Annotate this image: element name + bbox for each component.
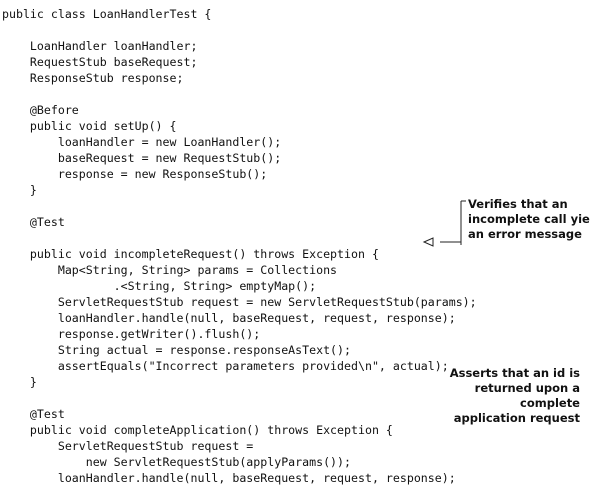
code-line: public class LoanHandlerTest {	[2, 7, 212, 21]
annotation-complete-application: Asserts that an id is returned upon a co…	[450, 366, 580, 426]
code-line	[2, 390, 477, 406]
code-line: baseRequest = new RequestStub();	[2, 151, 282, 165]
code-line: assertEquals("Incorrect parameters provi…	[2, 359, 449, 373]
code-line: .<String, String> emptyMap();	[2, 279, 317, 293]
annotation-incomplete-request: Verifies that an incomplete call yields …	[468, 197, 590, 242]
code-line: response = new ResponseStub();	[2, 167, 268, 181]
code-line: }	[2, 375, 37, 389]
annotation-line: an error message	[468, 227, 582, 241]
code-line	[2, 22, 477, 38]
annotation-line: returned upon a	[474, 381, 580, 395]
code-line: loanHandler.handle(null, baseRequest, re…	[2, 471, 456, 485]
code-listing: public class LoanHandlerTest { LoanHandl…	[2, 6, 477, 486]
code-line	[2, 86, 477, 102]
code-line: ServletRequestStub request =	[2, 439, 254, 453]
code-line: response.getWriter().flush();	[2, 327, 261, 341]
code-line: loanHandler.handle(null, baseRequest, re…	[2, 311, 456, 325]
annotation-line: Verifies that an	[468, 197, 568, 211]
annotation-line: application request	[453, 411, 580, 425]
code-line	[2, 230, 477, 246]
code-line: loanHandler = new LoanHandler();	[2, 135, 282, 149]
code-line: @Test	[2, 215, 65, 229]
code-line: String actual = response.responseAsText(…	[2, 343, 352, 357]
annotation-line: Asserts that an id is	[449, 366, 580, 380]
code-line: RequestStub baseRequest;	[2, 55, 198, 69]
code-line: @Test	[2, 407, 65, 421]
annotation-line: incomplete call yields	[468, 212, 590, 226]
code-line: @Before	[2, 103, 79, 117]
code-line: ServletRequestStub request = new Servlet…	[2, 295, 477, 309]
code-line: Map<String, String> params = Collections	[2, 263, 338, 277]
code-line: LoanHandler loanHandler;	[2, 39, 198, 53]
code-line: public void setUp() {	[2, 119, 177, 133]
code-line: new ServletRequestStub(applyParams());	[2, 455, 352, 469]
code-line: public void incompleteRequest() throws E…	[2, 247, 379, 261]
code-line: }	[2, 183, 37, 197]
annotation-line: complete	[520, 396, 580, 410]
code-line: ResponseStub response;	[2, 71, 184, 85]
code-line: public void completeApplication() throws…	[2, 423, 393, 437]
code-line	[2, 198, 477, 214]
